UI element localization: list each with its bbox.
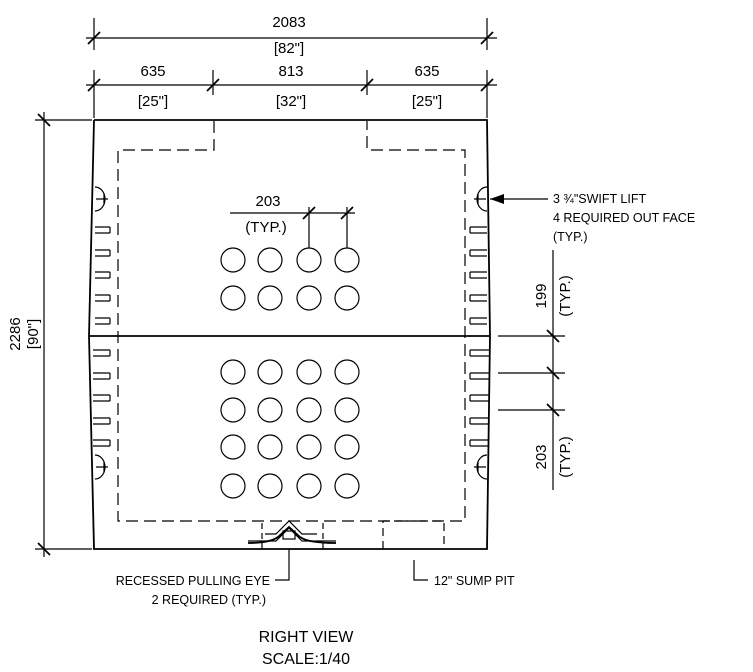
eye-line-2: 2 REQUIRED (TYP.) bbox=[152, 593, 266, 607]
view-title: RIGHT VIEW SCALE:1/40 bbox=[259, 629, 355, 668]
left-segment-in: [25"] bbox=[138, 93, 168, 110]
sump-label: 12" SUMP PIT bbox=[434, 574, 515, 588]
hole-spacing-dimension: 203 (TYP.) bbox=[230, 193, 355, 248]
knockout-circle bbox=[334, 473, 360, 499]
lift-line-3: (TYP.) bbox=[553, 230, 588, 244]
knockout-circle bbox=[257, 359, 283, 385]
pulling-eye: RECESSED PULLING EYE 2 REQUIRED (TYP.) bbox=[116, 520, 337, 607]
knockout-circle bbox=[220, 359, 246, 385]
knockout-circle bbox=[334, 359, 360, 385]
lift-line-2: 4 REQUIRED OUT FACE bbox=[553, 211, 695, 225]
middle-segment-mm: 813 bbox=[278, 63, 303, 80]
swift-lift-inserts bbox=[94, 186, 488, 480]
callout-arrow-icon bbox=[490, 194, 504, 204]
right-segment-mm: 635 bbox=[414, 63, 439, 80]
inner-wall-dashed bbox=[117, 121, 466, 522]
segment-dimensions: 635 [25"] 813 [32"] 635 [25"] bbox=[86, 63, 497, 118]
right-side-dimensions: 199 (TYP.) 203 (TYP.) bbox=[498, 250, 574, 490]
knockout-circle bbox=[296, 247, 322, 273]
overall-width-dimension: 2083 [82"] bbox=[86, 14, 497, 57]
knockout-circle bbox=[220, 397, 246, 423]
knockout-circle bbox=[257, 397, 283, 423]
lift-line-1: 3 ¾"SWIFT LIFT bbox=[553, 192, 646, 206]
overall-width-in: [82"] bbox=[274, 40, 304, 57]
eye-line-1: RECESSED PULLING EYE bbox=[116, 574, 270, 588]
knockout-circle bbox=[334, 285, 360, 311]
right-lower-mm: 203 bbox=[533, 444, 550, 469]
knockout-circle bbox=[296, 285, 322, 311]
knockout-circle bbox=[334, 247, 360, 273]
hole-spacing-note: (TYP.) bbox=[245, 219, 286, 236]
vault-outline bbox=[88, 119, 491, 550]
right-wall-recesses bbox=[469, 226, 489, 447]
knockout-circle bbox=[257, 434, 283, 460]
hole-spacing-mm: 203 bbox=[255, 193, 280, 210]
right-lower-note: (TYP.) bbox=[557, 436, 574, 477]
knockout-circle bbox=[296, 473, 322, 499]
knockout-circle bbox=[257, 247, 283, 273]
knockout-circle bbox=[220, 285, 246, 311]
height-mm: 2286 bbox=[7, 317, 24, 350]
view-name: RIGHT VIEW bbox=[259, 629, 355, 646]
sump-pit: 12" SUMP PIT bbox=[382, 520, 515, 588]
left-segment-mm: 635 bbox=[140, 63, 165, 80]
knockout-circle bbox=[257, 285, 283, 311]
knockout-circle bbox=[296, 397, 322, 423]
knockout-circle bbox=[334, 434, 360, 460]
knockout-circle bbox=[220, 247, 246, 273]
height-in: [90"] bbox=[25, 319, 42, 349]
knockout-circle bbox=[296, 434, 322, 460]
knockout-holes bbox=[220, 247, 360, 499]
height-dimension: 2286 [90"] bbox=[7, 112, 92, 557]
swift-lift-callout: 3 ¾"SWIFT LIFT 4 REQUIRED OUT FACE (TYP.… bbox=[490, 192, 695, 244]
knockout-circle bbox=[296, 359, 322, 385]
overall-width-mm: 2083 bbox=[272, 14, 305, 31]
knockout-circle bbox=[220, 473, 246, 499]
middle-segment-in: [32"] bbox=[276, 93, 306, 110]
knockout-circle bbox=[220, 434, 246, 460]
right-upper-mm: 199 bbox=[533, 283, 550, 308]
knockout-circle bbox=[334, 397, 360, 423]
left-wall-recesses bbox=[93, 226, 111, 447]
right-segment-in: [25"] bbox=[412, 93, 442, 110]
view-scale: SCALE:1/40 bbox=[262, 651, 350, 668]
right-upper-note: (TYP.) bbox=[557, 275, 574, 316]
knockout-circle bbox=[257, 473, 283, 499]
